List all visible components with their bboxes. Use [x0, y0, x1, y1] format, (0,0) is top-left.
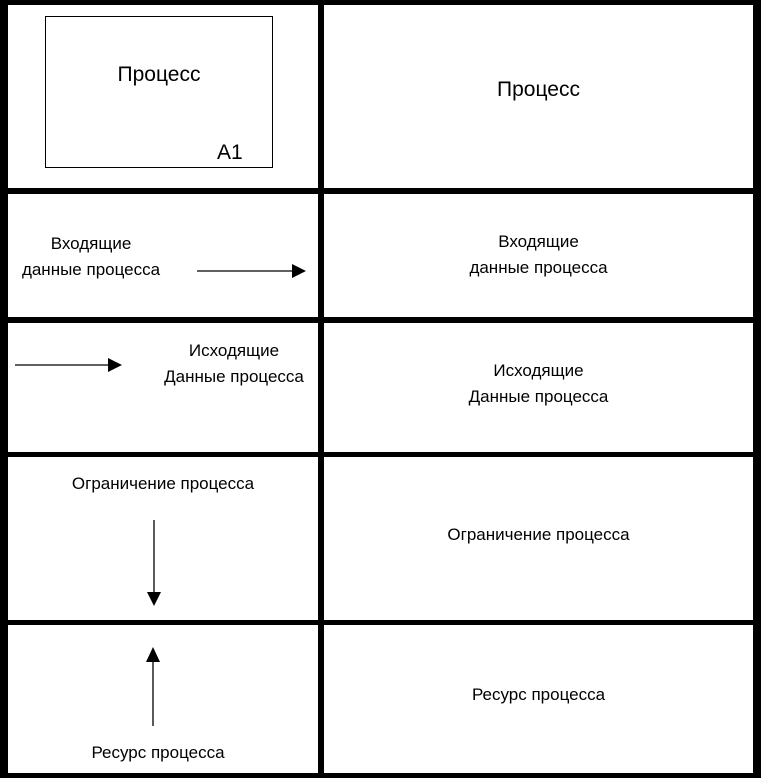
cell-resource-label: Ресурс процесса	[324, 625, 753, 773]
output-arrow-icon	[15, 358, 123, 372]
output-symbol-label-line-1: Исходящие	[188, 341, 280, 360]
cell-input-label: Входящие данные процесса	[324, 194, 753, 317]
input-label-line-2: данные процесса	[469, 258, 608, 277]
cell-process-label: Процесс	[324, 5, 753, 188]
process-label: Процесс	[497, 78, 580, 101]
input-arrow-icon	[197, 264, 307, 278]
cell-constraint-symbol: Ограничение процесса	[8, 457, 318, 620]
cell-resource-symbol: Ресурс процесса	[8, 625, 318, 773]
output-label-line-2: Данные процесса	[468, 387, 609, 406]
constraint-symbol-label: Ограничение процесса	[71, 474, 255, 493]
input-label-line-1: Входящие	[498, 232, 579, 251]
process-box: Процесс A1	[45, 16, 273, 168]
constraint-label: Ограничение процесса	[447, 525, 630, 544]
resource-symbol-label: Ресурс процесса	[91, 743, 225, 762]
output-symbol-label-line-2: Данные процесса	[164, 367, 304, 386]
cell-constraint-label: Ограничение процесса	[324, 457, 753, 620]
input-symbol-label-line-2: данные процесса	[21, 260, 161, 279]
resource-label: Ресурс процесса	[471, 685, 606, 704]
constraint-arrow-icon	[147, 520, 161, 607]
process-box-title: Процесс	[117, 63, 201, 86]
cell-output-label: Исходящие Данные процесса	[324, 323, 753, 452]
process-box-code: A1	[217, 141, 243, 164]
cell-input-symbol: Входящие данные процесса	[8, 194, 318, 317]
cell-process-symbol: Процесс A1	[8, 5, 318, 188]
output-label-line-1: Исходящие	[493, 361, 584, 380]
input-symbol-label-line-1: Входящие	[50, 234, 132, 253]
cell-output-symbol: Исходящие Данные процесса	[8, 323, 318, 452]
resource-arrow-icon	[146, 647, 160, 727]
